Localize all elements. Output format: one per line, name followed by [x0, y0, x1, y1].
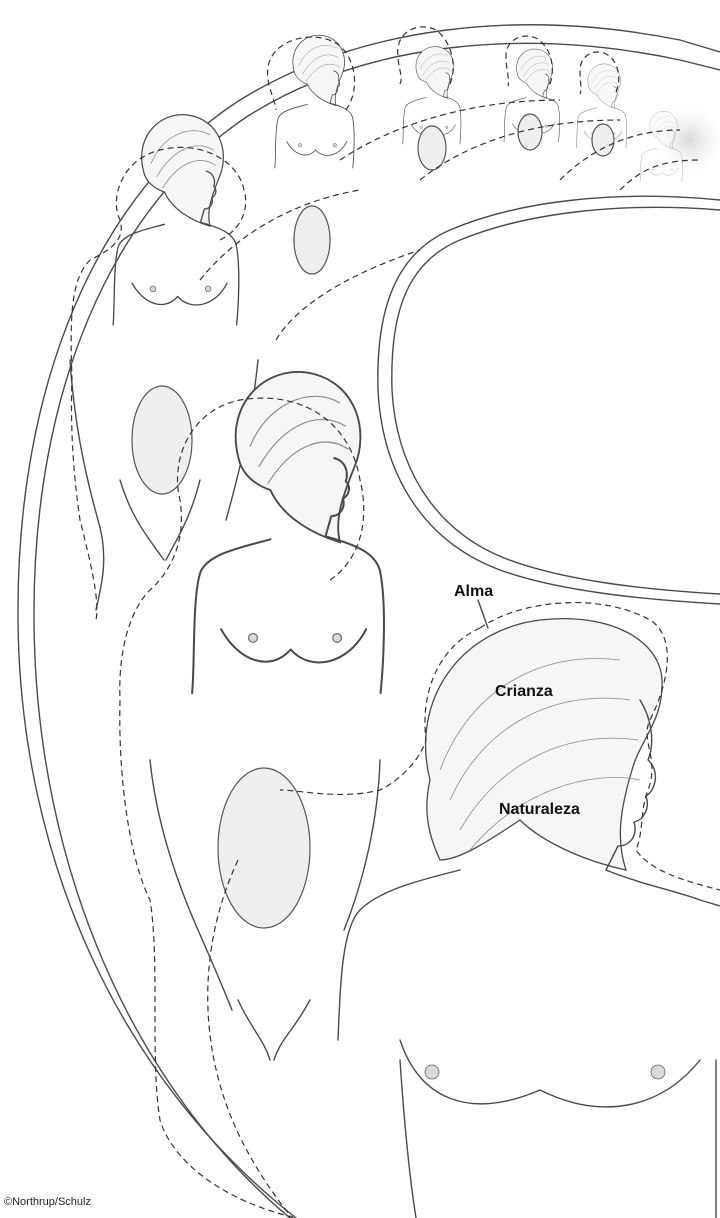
- copyright-credit: ©Northrup/Schulz: [4, 1196, 91, 1208]
- label-naturaleza: Naturaleza: [499, 801, 580, 819]
- figure-generation-1: [192, 372, 384, 693]
- womb-large: [132, 386, 192, 494]
- nipple-left: [425, 1065, 439, 1079]
- outer-arc: [18, 25, 720, 1218]
- nipple-right: [651, 1065, 665, 1079]
- womb-medium: [294, 206, 330, 274]
- soul-dashed-outlines: [71, 27, 720, 1218]
- hip-lines-middle: [238, 1000, 310, 1060]
- womb-small: [592, 124, 614, 156]
- womb-featured: [218, 768, 310, 928]
- figure-generation-2: [113, 115, 239, 325]
- figure-foreground: [338, 619, 720, 1218]
- label-crianza: Crianza: [495, 683, 553, 701]
- alma-pointer: [478, 600, 488, 628]
- figure-generation-3: [275, 35, 354, 168]
- womb-small: [418, 126, 446, 170]
- label-alma: Alma: [454, 583, 493, 601]
- inner-arc: [378, 196, 720, 604]
